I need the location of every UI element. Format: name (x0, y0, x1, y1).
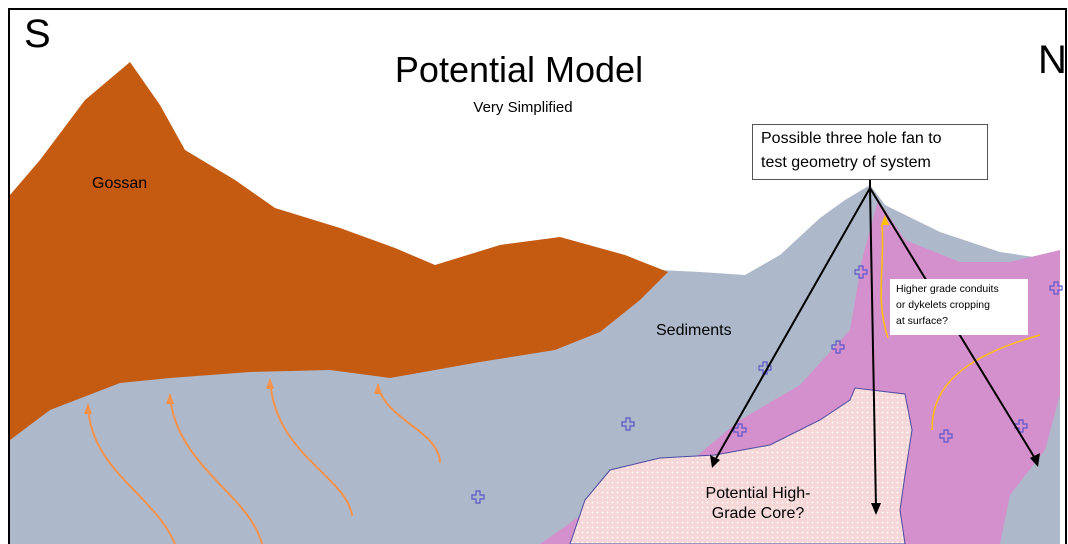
cross-symbol (471, 490, 485, 504)
drill-arrowhead-right (1030, 453, 1040, 467)
direction-north: N (1038, 38, 1067, 82)
conduit-right (931, 334, 1041, 431)
drill-arrowhead-left (710, 455, 720, 468)
cross-symbol (854, 265, 868, 279)
fluid-arrows (87, 379, 441, 544)
diagram-subtitle: Very Simplified (473, 99, 573, 116)
conduits-callout-line-2: or dykelets cropping (896, 299, 990, 311)
fluid-arrow-1 (87, 404, 176, 544)
fluid-arrow-2 (169, 394, 263, 544)
cross-symbol (831, 340, 845, 354)
conduits-callout-line-1: Higher grade conduits (896, 283, 999, 295)
fluid-arrowhead-4 (374, 383, 382, 394)
fluid-arrow-3 (269, 379, 353, 516)
drill-callout-line-2: test geometry of system (761, 154, 931, 171)
conduit-left (880, 224, 889, 339)
gossan-unit (10, 62, 668, 440)
intrusive-crosses (471, 265, 1063, 504)
drill-callout-line-1: Possible three hole fan to (761, 130, 942, 147)
fluid-arrow-4 (377, 384, 441, 463)
drill-fan-callout: Possible three hole fan to test geometry… (752, 124, 988, 180)
drill-hole-left (713, 187, 871, 463)
fluid-arrowheads (84, 378, 382, 414)
cross-symbol (1049, 281, 1063, 295)
conduit-arrowhead (881, 215, 889, 225)
high-grade-core (569, 387, 913, 544)
diagram-title: Potential Model (394, 49, 644, 90)
cross-symbol (733, 423, 747, 437)
cross-symbol (621, 417, 635, 431)
gossan-label: Gossan (92, 175, 148, 192)
drill-hole-center (869, 187, 877, 509)
cross-symbol (758, 361, 772, 375)
conduits-callout-line-3: at surface? (896, 315, 948, 327)
direction-south: S (24, 12, 51, 56)
conduits-callout: Higher grade conduits or dykelets croppi… (890, 279, 1028, 335)
drill-arrowhead-center (871, 503, 881, 515)
cross-symbol (939, 429, 953, 443)
fluid-arrowhead-3 (266, 378, 274, 389)
fluid-arrowhead-2 (166, 393, 174, 404)
frame-border (8, 8, 1067, 544)
fluid-arrowhead-1 (84, 403, 92, 414)
core-label-line-2: Grade Core? (711, 505, 805, 522)
core-label-line-1: Potential High- (705, 485, 811, 502)
sediments-label: Sediments (656, 322, 732, 339)
conduits (880, 224, 1041, 431)
drill-arrowheads (710, 453, 1040, 515)
cross-symbol (1014, 419, 1028, 433)
core-label: Potential High- Grade Core? (706, 484, 811, 524)
